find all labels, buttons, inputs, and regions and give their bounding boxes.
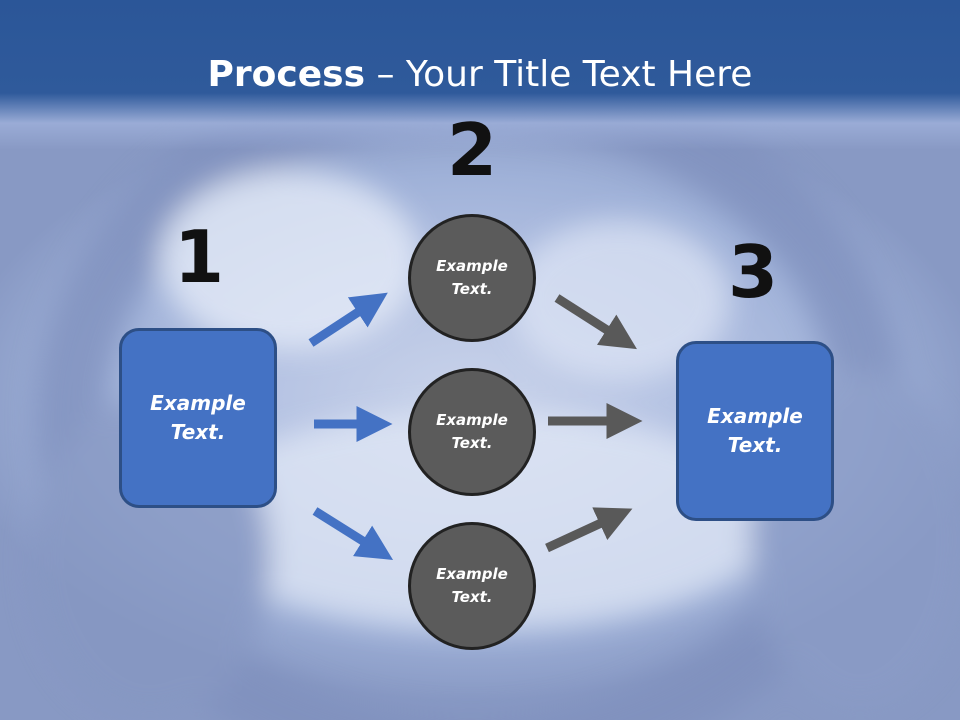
left-box-line1: Example [150, 391, 246, 415]
page-title: Process – Your Title Text Here [0, 52, 960, 98]
title-bar [0, 0, 960, 150]
title-bold: Process [207, 54, 366, 95]
step-3-number: 3 [727, 230, 779, 314]
circle-middle-line2: Text. [451, 434, 493, 452]
right-box-line1: Example [707, 404, 803, 428]
circle-middle-line1: Example [436, 411, 508, 429]
arrow-right-icon [308, 292, 388, 347]
step-1-number: 1 [173, 215, 225, 299]
arrow-right-icon [554, 294, 637, 350]
circle-top-line1: Example [436, 257, 508, 275]
left-box-line2: Text. [170, 420, 226, 444]
title-rest: – Your Title Text Here [365, 54, 753, 95]
circle-bottom-line2: Text. [451, 588, 493, 606]
circle-bottom-line1: Example [436, 565, 508, 583]
arrow-right-icon [312, 507, 394, 560]
arrow-right-icon [545, 507, 633, 553]
step-2-number: 2 [446, 108, 498, 192]
right-box-line2: Text. [727, 433, 783, 457]
circle-top-line2: Text. [451, 280, 493, 298]
